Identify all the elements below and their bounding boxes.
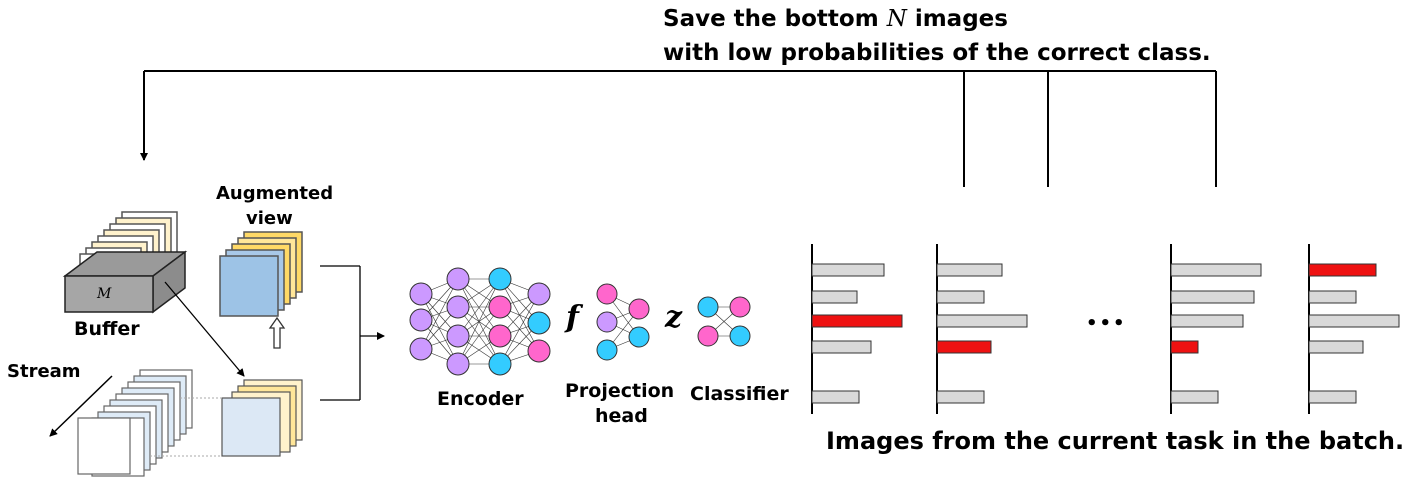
stream-sample-stack [221, 379, 303, 457]
buffer-box-front [64, 275, 154, 313]
classifier-node [729, 325, 751, 347]
class-probability-bar [1308, 390, 1357, 404]
buffer-box [62, 211, 188, 314]
class-probability-bar [1308, 314, 1400, 328]
top-note-variable: N [886, 6, 907, 32]
encoder-node [446, 295, 470, 319]
class-probability-bar [1170, 263, 1262, 277]
encoder-network [409, 267, 551, 376]
augmented-view-label-line2: view [246, 208, 293, 229]
stream-stack [77, 369, 193, 477]
encoder-node [488, 295, 512, 319]
projection-node [596, 311, 618, 333]
class-probability-bar [811, 390, 860, 404]
encoder-node [446, 267, 470, 291]
class-probability-bar [1170, 290, 1255, 304]
buffer-symbol: M [97, 286, 112, 302]
class-probability-bar [811, 263, 885, 277]
encoder-node [409, 308, 433, 332]
encoder-edge [499, 293, 540, 365]
encoder-node [409, 282, 433, 306]
classifier-node [697, 325, 719, 347]
stream-guide-lines [150, 397, 222, 457]
correct-class-bar [936, 340, 992, 354]
encoder-edge [420, 278, 459, 350]
top-note-prefix: Save the bottom [663, 6, 887, 32]
correct-class-bar [1170, 340, 1199, 354]
encoder-node [527, 282, 551, 306]
top-note-line2: with low probabilities of the correct cl… [663, 40, 1211, 66]
class-probability-bar [1308, 290, 1357, 304]
classifier-network [697, 296, 751, 347]
classifier-node [729, 296, 751, 318]
encoder-node [446, 352, 470, 376]
encoder-node [409, 337, 433, 361]
augmented-view-stack [219, 231, 303, 317]
stream-direction-arrow [49, 375, 113, 437]
merge-connector [320, 265, 385, 401]
class-probability-bar [1170, 314, 1244, 328]
projection-head-label-line1: Projection [565, 380, 675, 402]
encoder-node [488, 324, 512, 348]
encoder-edge [457, 278, 501, 365]
batch-ellipsis: ••• [1086, 313, 1127, 334]
class-probability-bar [1170, 390, 1219, 404]
class-probability-bar [936, 314, 1028, 328]
class-probability-bar [936, 263, 1003, 277]
encoder-edge [457, 306, 501, 365]
projection-head-symbol: f [566, 300, 579, 335]
class-probability-bar [936, 390, 985, 404]
class-probability-bar [811, 290, 858, 304]
encoder-node [527, 311, 551, 335]
encoder-edge [457, 278, 501, 337]
projection-node [628, 326, 650, 348]
classifier-label: Classifier [690, 383, 789, 405]
encoder-node [488, 352, 512, 376]
augmented-view-label-line1: Augmented [216, 183, 334, 204]
encoder-node [488, 267, 512, 291]
feedback-connector [140, 70, 1217, 187]
augment-up-arrow [268, 316, 286, 349]
top-note-suffix: images [906, 6, 1008, 32]
classifier-node [697, 296, 719, 318]
projection-node [628, 298, 650, 320]
encoder-label: Encoder [437, 388, 524, 410]
batch-histograms [811, 244, 1400, 414]
correct-class-bar [811, 314, 903, 328]
projection-head-label-line2: head [595, 405, 648, 427]
buffer-label: Buffer [74, 318, 140, 340]
class-probability-bar [811, 340, 872, 354]
projection-node [596, 283, 618, 305]
buffer-to-batch-arrow [164, 281, 245, 377]
class-probability-bar [1308, 340, 1364, 354]
encoder-node [527, 339, 551, 363]
encoder-edge [420, 293, 459, 365]
stream-label: Stream [7, 361, 81, 382]
class-probability-bar [936, 290, 985, 304]
classifier-symbol: z [665, 300, 683, 335]
batch-caption: Images from the current task in the batc… [826, 427, 1405, 455]
encoder-node [446, 324, 470, 348]
top-note-line1: Save the bottom N images [663, 6, 1008, 32]
correct-class-bar [1308, 263, 1377, 277]
projection-head-network [596, 283, 650, 361]
projection-node [596, 339, 618, 361]
